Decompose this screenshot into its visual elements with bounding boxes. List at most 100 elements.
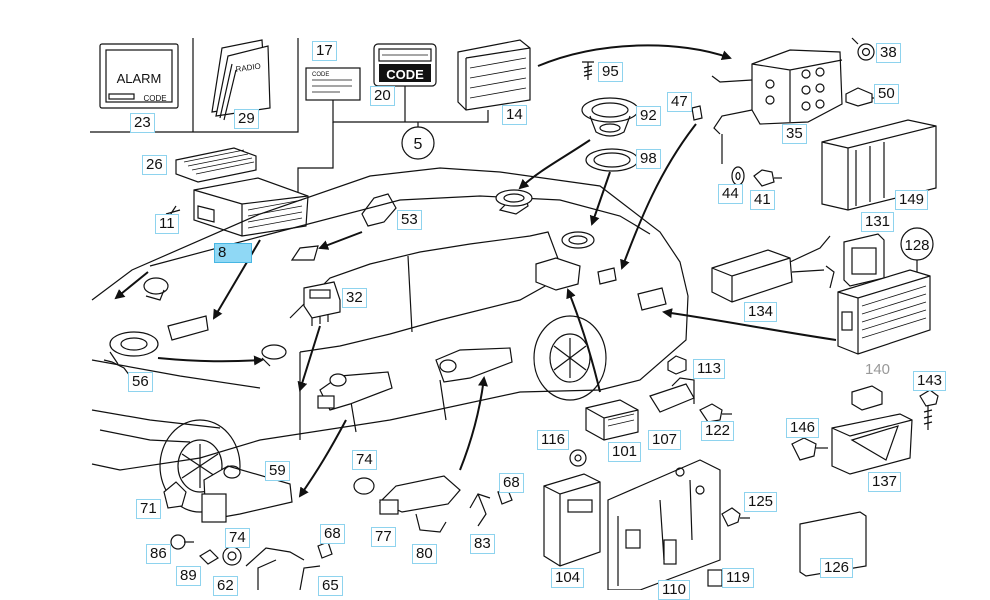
- door-handle-rear: [435, 347, 513, 383]
- callout-80[interactable]: 80: [412, 544, 437, 564]
- nut-38: [851, 37, 875, 61]
- cap-74b: [222, 546, 242, 566]
- radio-manual-booklet: RADIO: [211, 39, 271, 121]
- callout-137[interactable]: 137: [868, 472, 902, 492]
- callout-50[interactable]: 50: [874, 84, 899, 104]
- code-display-sticker: CODE: [373, 43, 437, 87]
- callout-98[interactable]: 98: [636, 149, 661, 169]
- callout-74b[interactable]: 74: [225, 528, 250, 548]
- callout-11[interactable]: 11: [155, 214, 179, 234]
- display-131: [843, 233, 885, 287]
- callout-131[interactable]: 131: [861, 212, 895, 232]
- wire-62: [245, 547, 305, 590]
- wire-65: [299, 565, 321, 591]
- callout-32[interactable]: 32: [342, 288, 367, 308]
- callout-68a[interactable]: 68: [499, 473, 524, 493]
- callout-8[interactable]: 8: [214, 243, 252, 263]
- svg-text:CODE: CODE: [386, 67, 424, 82]
- callout-125[interactable]: 125: [744, 492, 778, 512]
- clip-140: [851, 385, 883, 411]
- callout-38[interactable]: 38: [876, 43, 901, 63]
- callout-89[interactable]: 89: [176, 566, 201, 586]
- callout-65[interactable]: 65: [318, 576, 343, 596]
- callout-101[interactable]: 101: [608, 442, 642, 462]
- callout-113[interactable]: 113: [693, 359, 725, 379]
- callout-41[interactable]: 41: [750, 190, 775, 210]
- callout-149[interactable]: 149: [895, 190, 929, 210]
- callout-146[interactable]: 146: [786, 418, 820, 438]
- callout-83[interactable]: 83: [470, 534, 495, 554]
- alarm-code-card: ALARM CODE: [99, 43, 179, 109]
- callout-140[interactable]: 140: [861, 360, 895, 380]
- callout-134[interactable]: 134: [744, 302, 778, 322]
- callout-44[interactable]: 44: [718, 184, 743, 204]
- callout-17[interactable]: 17: [312, 41, 337, 61]
- bracket-35: [711, 49, 843, 135]
- callout-74a[interactable]: 74: [352, 450, 377, 470]
- speaker-56: [103, 331, 159, 377]
- callout-53[interactable]: 53: [397, 210, 422, 230]
- bracket-137: [831, 413, 913, 475]
- svg-text:128: 128: [904, 237, 929, 254]
- alarm-code-text: CODE: [143, 94, 166, 103]
- callout-110[interactable]: 110: [658, 580, 690, 600]
- circle-callout-5: 5: [401, 126, 435, 160]
- callout-86[interactable]: 86: [146, 544, 171, 564]
- callout-104[interactable]: 104: [551, 568, 585, 588]
- callout-68b[interactable]: 68: [320, 524, 345, 544]
- mirror-cover-53: [361, 193, 397, 227]
- callout-14[interactable]: 14: [502, 105, 527, 125]
- clip-83: [469, 493, 491, 527]
- callout-20[interactable]: 20: [370, 86, 395, 106]
- clip-68b: [317, 541, 333, 559]
- radio-text: RADIO: [235, 62, 261, 74]
- module-14: [457, 39, 531, 111]
- bolt-146: [791, 437, 828, 461]
- clip-47: [691, 105, 703, 121]
- callout-92[interactable]: 92: [636, 106, 661, 126]
- callout-107[interactable]: 107: [648, 430, 682, 450]
- callout-95[interactable]: 95: [598, 62, 623, 82]
- box-149: [821, 119, 937, 211]
- screw-143: [919, 389, 939, 430]
- svg-text:CODE: CODE: [312, 72, 329, 78]
- callout-26[interactable]: 26: [142, 155, 167, 175]
- callout-116[interactable]: 116: [537, 430, 569, 450]
- remote-26: [175, 147, 257, 183]
- callout-29[interactable]: 29: [234, 109, 259, 129]
- cap-74a: [353, 477, 375, 495]
- callout-47[interactable]: 47: [667, 92, 692, 112]
- callout-23[interactable]: 23: [130, 113, 155, 133]
- clip-119: [707, 569, 723, 587]
- door-handle-front: [317, 371, 393, 411]
- screw-125: [721, 507, 750, 527]
- svg-text:5: 5: [414, 136, 423, 153]
- callout-56[interactable]: 56: [128, 372, 153, 392]
- callout-122[interactable]: 122: [701, 421, 735, 441]
- control-unit-134: [711, 235, 835, 303]
- callout-119[interactable]: 119: [722, 568, 754, 588]
- callout-59[interactable]: 59: [265, 461, 290, 481]
- switch-32: [303, 281, 341, 326]
- ring-98: [585, 148, 639, 172]
- callout-77[interactable]: 77: [371, 527, 396, 547]
- clip-71: [163, 481, 187, 509]
- bracket-107: [649, 377, 695, 413]
- callout-71[interactable]: 71: [136, 499, 161, 519]
- car-body-outline: [91, 167, 689, 513]
- clip-89: [199, 549, 219, 565]
- code-card: CODE: [305, 67, 361, 101]
- callout-35[interactable]: 35: [782, 124, 807, 144]
- speaker-right-front: [261, 344, 287, 367]
- radio-unit-8: [193, 177, 309, 237]
- module-101: [585, 399, 639, 441]
- screw-95: [582, 61, 594, 80]
- unit-128: [837, 269, 931, 355]
- inset-frame: [90, 38, 299, 133]
- callout-143[interactable]: 143: [913, 371, 947, 391]
- handle-77: [378, 475, 461, 533]
- callout-62[interactable]: 62: [213, 576, 238, 596]
- callout-126[interactable]: 126: [820, 558, 854, 578]
